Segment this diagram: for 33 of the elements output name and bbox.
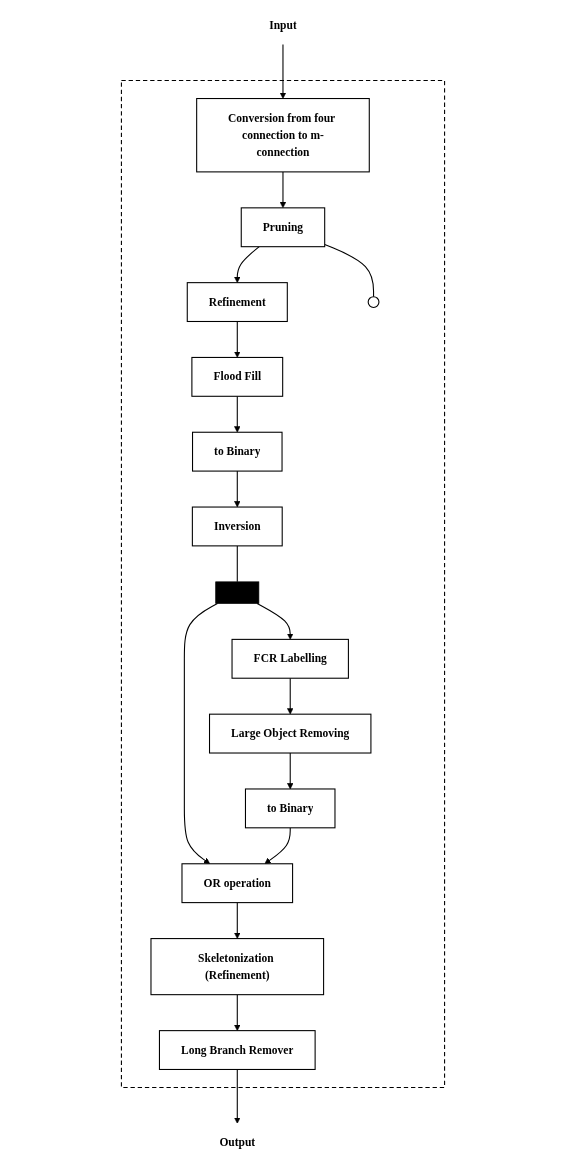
node-text: Input	[269, 18, 297, 31]
node-box: OR operation	[181, 863, 294, 904]
connector	[324, 243, 375, 298]
arrow	[234, 1068, 241, 1124]
node-box: Skeletonization (Refinement)	[150, 938, 325, 996]
arrow	[256, 602, 294, 640]
arrow	[234, 470, 241, 508]
arrow	[234, 246, 260, 283]
node-box: FCR Labelling	[231, 638, 349, 679]
arrow	[287, 752, 294, 790]
node-circle	[367, 296, 380, 308]
node-text: Output	[219, 1136, 256, 1149]
node-box: Long Branch Remover	[158, 1030, 316, 1070]
arrow	[279, 44, 287, 99]
node-box: Pruning	[240, 207, 326, 248]
node-box: Conversion from four connection to m-connection	[196, 98, 370, 173]
connector	[236, 545, 238, 583]
node-box: to Binary	[192, 431, 283, 472]
arrow	[234, 320, 241, 358]
arrow	[234, 994, 241, 1031]
node-box	[215, 581, 260, 604]
arrow	[183, 602, 218, 865]
arrow	[264, 827, 291, 865]
arrow	[234, 395, 241, 433]
arrow	[234, 902, 241, 939]
arrow	[287, 677, 294, 715]
node-box: Inversion	[191, 506, 283, 547]
arrow	[279, 171, 287, 209]
node-box: to Binary	[244, 788, 336, 829]
node-box: Flood Fill	[191, 356, 284, 397]
node-box: Refinement	[186, 282, 288, 323]
cluster	[120, 80, 446, 1088]
node-box: Large Object Removing	[209, 713, 372, 754]
